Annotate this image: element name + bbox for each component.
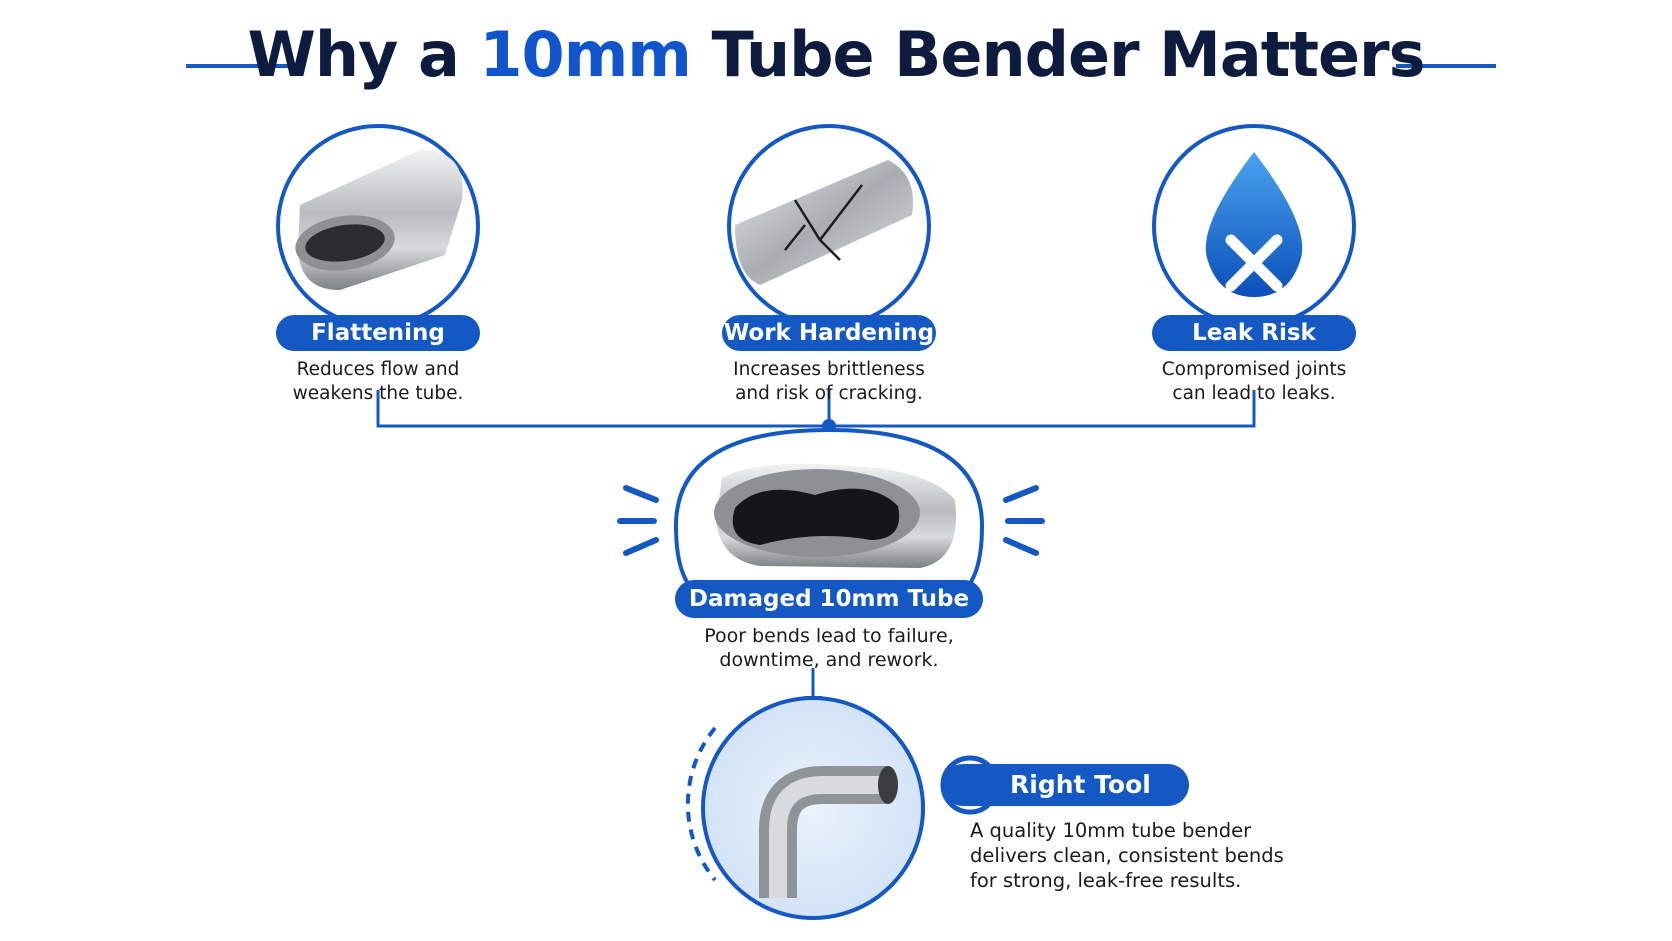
desc-leak-risk-line2: can lead to leaks. bbox=[1172, 383, 1336, 404]
desc-work-hardening-line1: Increases brittleness bbox=[733, 359, 925, 380]
desc-right-tool-line3: for strong, leak-free results. bbox=[970, 869, 1242, 892]
desc-leak-risk-line1: Compromised joints bbox=[1161, 359, 1347, 380]
label-damaged-tube: Damaged 10mm Tube bbox=[675, 580, 983, 618]
desc-flattening: Reduces flow and weakens the tube. bbox=[228, 358, 528, 406]
desc-work-hardening-line2: and risk of cracking. bbox=[735, 383, 923, 404]
desc-right-tool: A quality 10mm tube bender delivers clea… bbox=[970, 818, 1284, 893]
label-leak-risk: Leak Risk bbox=[1152, 315, 1356, 351]
desc-damaged-line2: downtime, and rework. bbox=[719, 649, 939, 671]
damaged-tube-icon bbox=[673, 427, 985, 600]
desc-right-tool-line1: A quality 10mm tube bender bbox=[970, 819, 1252, 842]
label-work-hardening: Work Hardening bbox=[722, 315, 936, 351]
label-right-tool-pill bbox=[942, 764, 1189, 806]
label-flattening: Flattening bbox=[276, 315, 480, 351]
water-drop-x-icon bbox=[1152, 124, 1356, 328]
title-part-1: Why a bbox=[247, 18, 480, 91]
desc-flattening-line1: Reduces flow and bbox=[296, 359, 460, 380]
page-title: Why a 10mm Tube Bender Matters bbox=[0, 18, 1672, 91]
title-accent: 10mm bbox=[479, 18, 691, 91]
emphasis-rays-right-icon bbox=[1003, 485, 1045, 556]
desc-damaged-line1: Poor bends lead to failure, bbox=[704, 625, 954, 647]
desc-flattening-line2: weakens the tube. bbox=[292, 383, 464, 404]
desc-leak-risk: Compromised joints can lead to leaks. bbox=[1104, 358, 1404, 406]
desc-work-hardening: Increases brittleness and risk of cracki… bbox=[679, 358, 979, 406]
flattened-tube-icon bbox=[276, 124, 480, 328]
cracked-tube-icon bbox=[727, 124, 931, 328]
emphasis-rays-left-icon bbox=[617, 485, 659, 556]
label-right-tool: Right Tool bbox=[1010, 770, 1151, 799]
desc-damaged-tube: Poor bends lead to failure, downtime, an… bbox=[629, 624, 1029, 672]
title-part-2: Tube Bender Matters bbox=[690, 18, 1426, 91]
bent-tube-icon bbox=[685, 696, 925, 920]
desc-right-tool-line2: delivers clean, consistent bends bbox=[970, 844, 1284, 867]
